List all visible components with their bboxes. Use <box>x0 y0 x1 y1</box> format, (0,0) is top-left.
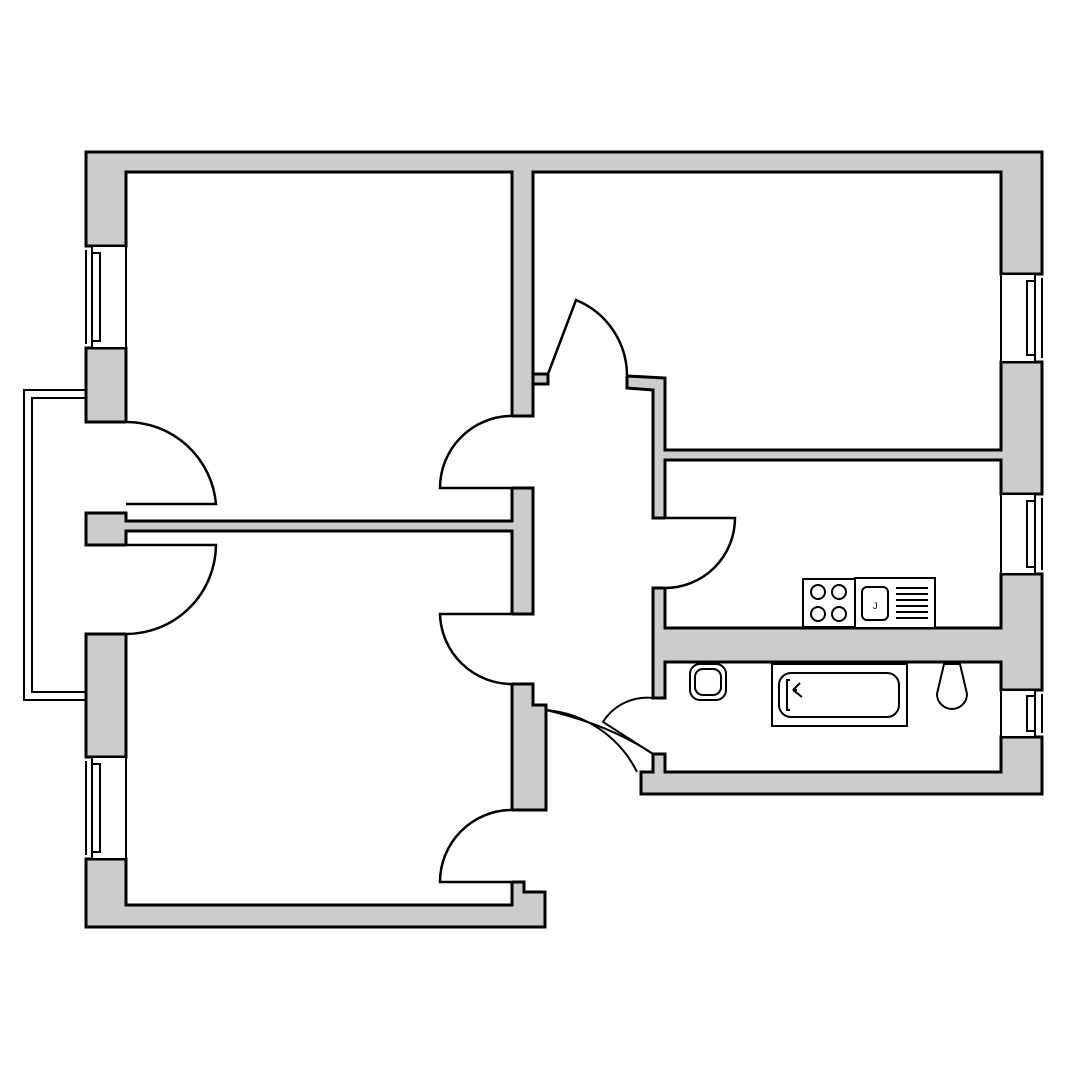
window-kitchen <box>1000 493 1043 575</box>
wall-hall-top-stub <box>531 372 550 386</box>
wall-bath-bottom <box>639 735 1044 796</box>
doors <box>125 298 737 884</box>
entrance-door <box>545 709 654 773</box>
window-top-left <box>85 245 127 349</box>
toilet <box>689 663 727 701</box>
wall-left-pier-upper <box>84 346 128 424</box>
wall-top-left-corner <box>84 150 1044 418</box>
windows <box>85 245 1043 860</box>
living-room-door-bottom <box>438 808 513 884</box>
window-top-right <box>1000 273 1043 363</box>
wall-hall-right-upper <box>625 360 1044 520</box>
living-room-door-top <box>438 612 513 686</box>
kitchen-sink: J <box>854 577 936 629</box>
wall-kitchen-bath <box>651 572 1044 700</box>
exterior-walls <box>84 150 1044 929</box>
wall-hall-left-pier <box>510 682 548 812</box>
kitchen-fixtures: J <box>802 577 936 629</box>
wall-bottom-left <box>84 857 547 929</box>
bathtub <box>771 663 908 727</box>
bathroom-fixtures <box>689 663 969 727</box>
balcony <box>23 389 86 701</box>
bathroom-door <box>601 696 654 755</box>
kitchen-door <box>664 516 737 590</box>
balcony-door-top <box>125 420 218 506</box>
window-bottom-left <box>85 756 127 860</box>
bedroom-door <box>438 414 513 490</box>
top-right-room-door <box>546 298 629 377</box>
washbasin <box>935 663 969 710</box>
sink-drain-glyph: J <box>873 601 878 611</box>
stove <box>802 578 856 628</box>
wall-left-pier-lower <box>84 632 128 759</box>
balcony-door-bottom <box>125 543 218 636</box>
window-bathroom <box>1000 689 1043 738</box>
